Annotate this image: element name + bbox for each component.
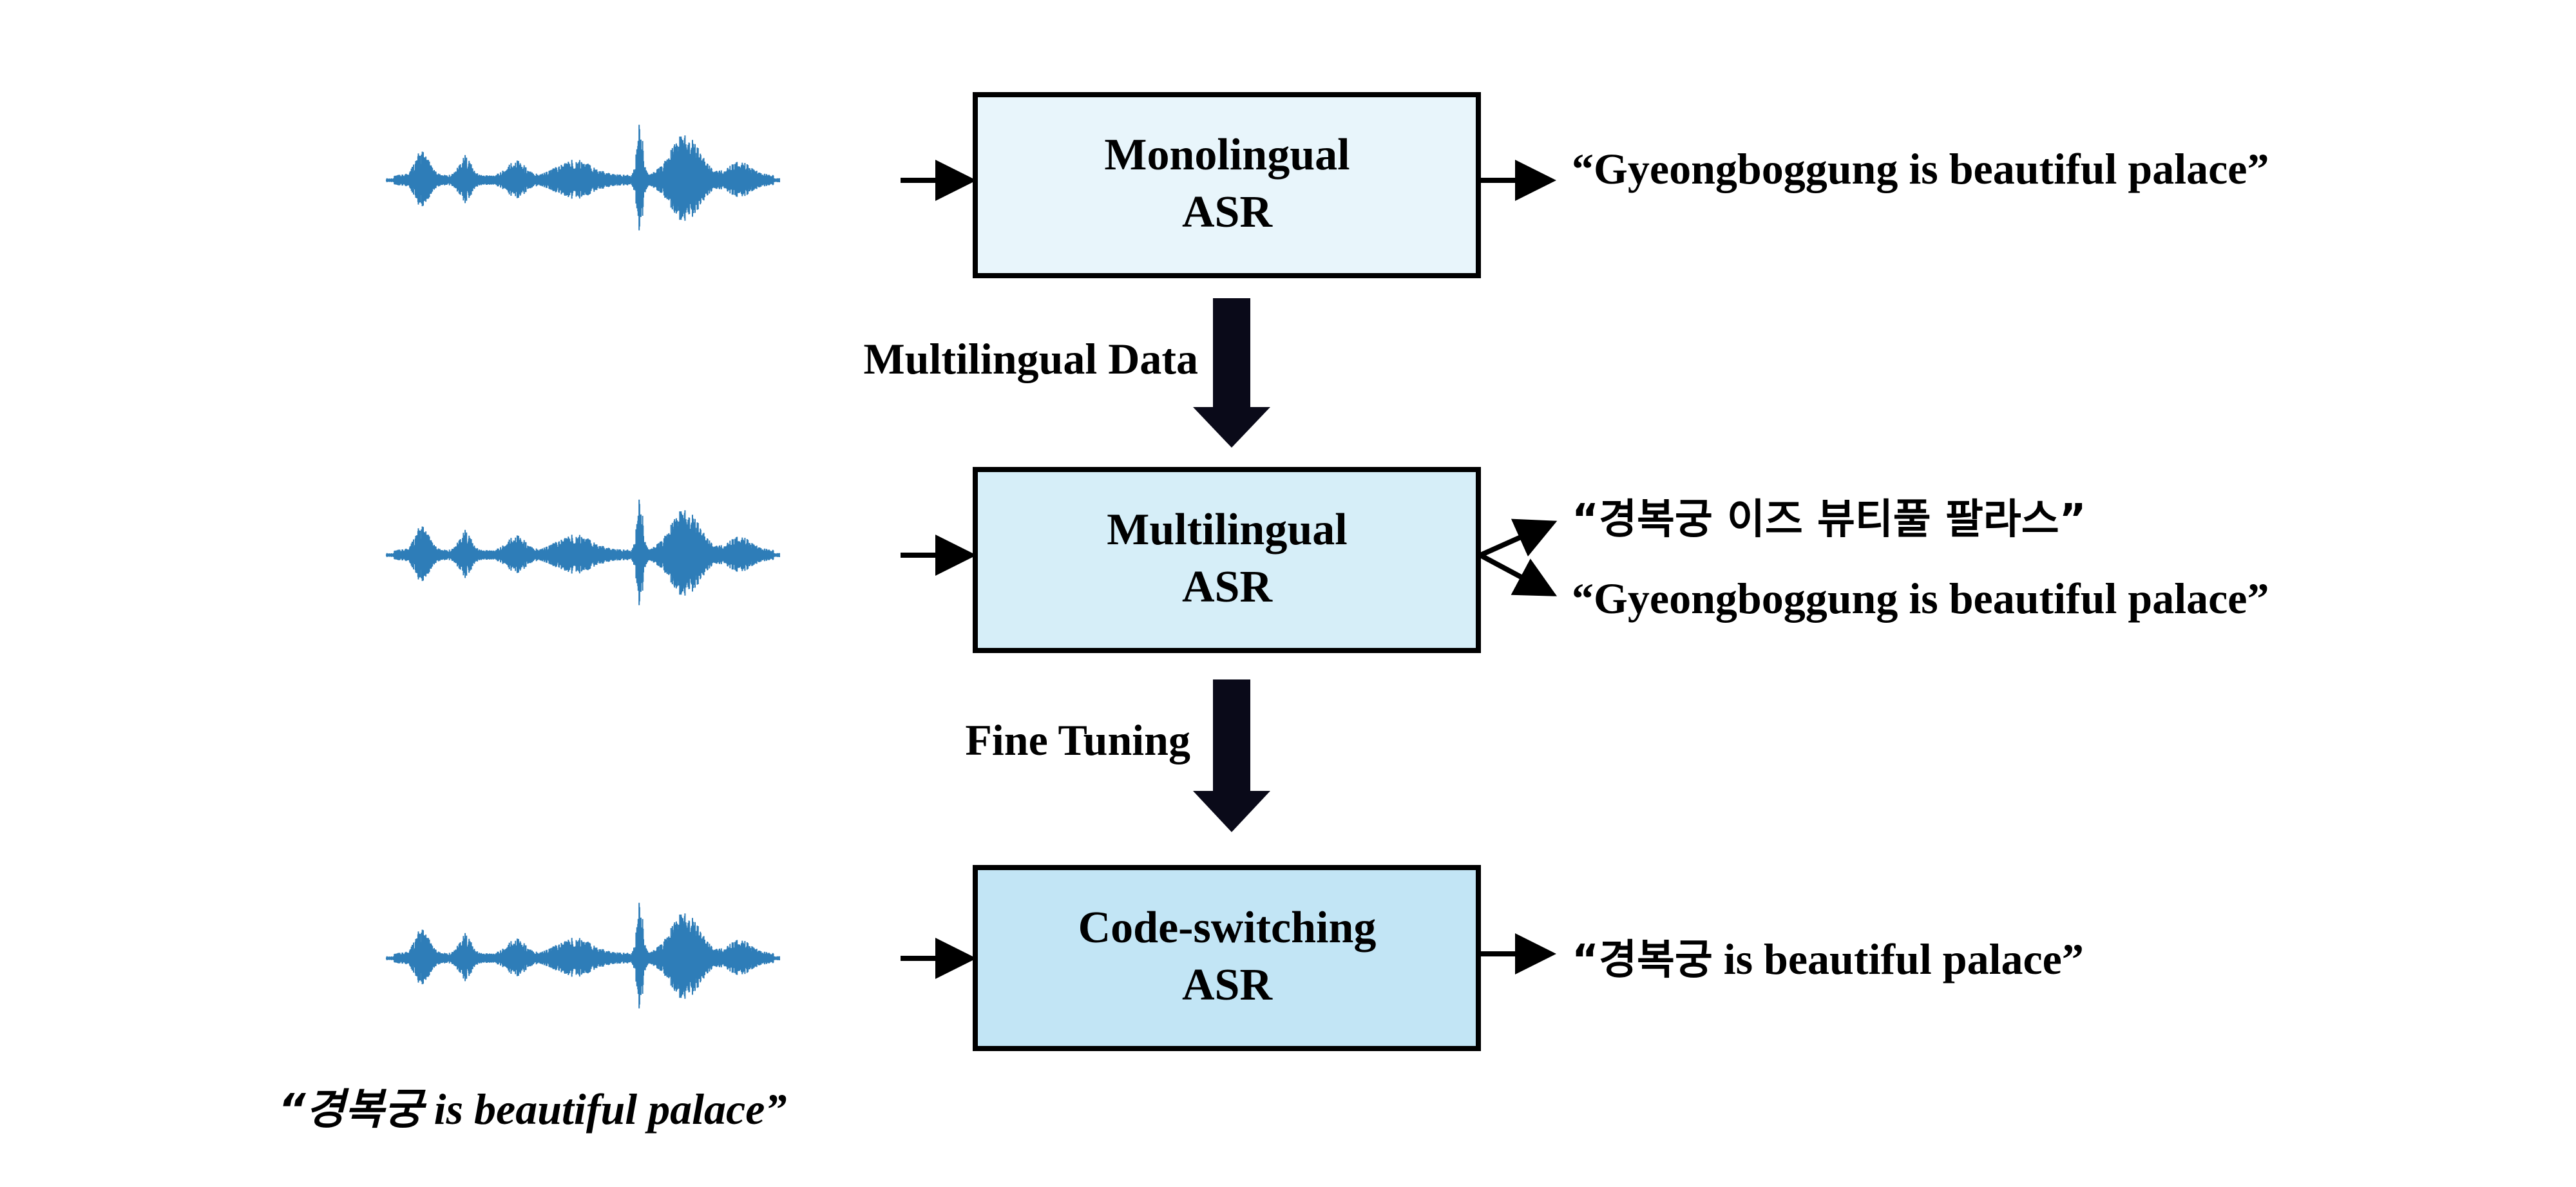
multilingual-output-english: “Gyeongboggung is beautiful palace” bbox=[1572, 574, 2269, 623]
multilingual-box-line1: Multilingual bbox=[1107, 505, 1347, 555]
monolingual-box-line2: ASR bbox=[1182, 187, 1273, 237]
fine-tuning-label: Fine Tuning bbox=[965, 716, 1190, 764]
big-down-arrow-2 bbox=[1193, 679, 1270, 832]
input-caption-english: is beautiful palace” bbox=[423, 1085, 787, 1134]
output-arrow-2a bbox=[1479, 518, 1558, 558]
monolingual-box-line1: Monolingual bbox=[1104, 130, 1350, 180]
codeswitching-box-line2: ASR bbox=[1182, 960, 1273, 1010]
codeswitching-asr-box bbox=[973, 865, 1481, 1051]
codeswitching-output-text: “경복궁 is beautiful palace” bbox=[1572, 935, 2084, 984]
input-caption-korean: “경복궁 bbox=[278, 1085, 427, 1134]
waveform-trace bbox=[386, 124, 780, 231]
codeswitching-output-korean: “경복궁 bbox=[1572, 936, 1713, 984]
output-arrow-2b bbox=[1479, 553, 1558, 596]
multilingual-box-line2: ASR bbox=[1182, 562, 1273, 612]
codeswitching-output-english: is beautiful palace” bbox=[1713, 935, 2084, 983]
multilingual-data-label: Multilingual Data bbox=[864, 334, 1199, 383]
monolingual-output-text: “Gyeongboggung is beautiful palace” bbox=[1572, 144, 2269, 193]
big-down-arrow-1 bbox=[1193, 298, 1270, 448]
waveform-trace bbox=[386, 499, 780, 605]
waveform-trace bbox=[386, 902, 780, 1009]
monolingual-asr-box bbox=[973, 92, 1481, 278]
input-caption: “경복궁 is beautiful palace” bbox=[278, 1085, 787, 1134]
multilingual-output-korean: “경복궁 이즈 뷰티풀 팔라스” bbox=[1572, 496, 2086, 544]
codeswitching-box-line1: Code-switching bbox=[1078, 903, 1377, 953]
waveform-icon-2 bbox=[386, 499, 780, 605]
waveform-icon-1 bbox=[386, 124, 780, 231]
waveform-icon-3 bbox=[386, 902, 780, 1009]
multilingual-asr-box bbox=[973, 467, 1481, 653]
